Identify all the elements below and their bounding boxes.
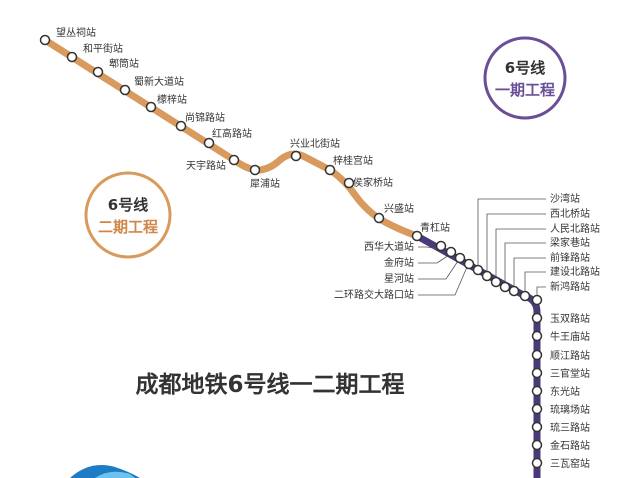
station-label: 东光站 (550, 385, 580, 398)
station-label: 琉璃场站 (550, 403, 590, 416)
leader-line (536, 286, 546, 296)
station-label: 尚锦路站 (185, 111, 225, 124)
leader-line (477, 198, 546, 266)
station-marker[interactable] (145, 101, 157, 113)
station-label: 二环路交大路口站 (334, 288, 414, 301)
leader-line (513, 257, 546, 287)
station-marker[interactable] (454, 252, 466, 264)
station-marker[interactable] (481, 270, 493, 282)
station-marker[interactable] (531, 439, 543, 451)
station-marker[interactable] (508, 285, 520, 297)
station-label: 沙湾站 (550, 192, 580, 205)
station-label: 望丛祠站 (56, 26, 96, 39)
leader-line (418, 254, 450, 264)
station-label: 前锋路站 (550, 251, 590, 264)
station-label: 红高路站 (212, 127, 252, 140)
station-label: 人民北路站 (550, 222, 600, 235)
leader-line (418, 266, 468, 296)
station-marker[interactable] (472, 264, 484, 276)
station-marker[interactable] (92, 66, 104, 78)
station-label: 兴业北街站 (290, 137, 340, 150)
badge-phase1-phase: 一期工程 (495, 81, 555, 99)
station-label: 檬梓站 (157, 93, 187, 106)
station-label: 牛王庙站 (550, 330, 590, 343)
badge-phase1-line: 6号线 (505, 59, 545, 77)
station-marker[interactable] (66, 51, 78, 63)
station-label: 琉三路站 (550, 421, 590, 434)
station-label: 金府站 (384, 256, 414, 269)
badge-phase2-line: 6号线 (108, 196, 148, 214)
station-marker[interactable] (411, 230, 423, 242)
station-marker[interactable] (228, 154, 240, 166)
station-marker[interactable] (324, 164, 336, 176)
leader-line (418, 260, 459, 280)
station-marker[interactable] (39, 34, 51, 46)
leader-line (486, 213, 546, 272)
station-label: 西北桥站 (550, 207, 590, 220)
station-label: 郫筒站 (109, 57, 139, 70)
station-label: 西华大道站 (364, 240, 414, 253)
station-label: 星河站 (384, 272, 414, 285)
logo-fragment-light (95, 471, 135, 478)
station-marker[interactable] (531, 312, 543, 324)
station-label: 梁家巷站 (550, 236, 590, 249)
station-label: 金石路站 (550, 439, 590, 452)
station-marker[interactable] (531, 330, 543, 342)
station-label: 玉双路站 (550, 312, 590, 325)
station-marker[interactable] (531, 457, 543, 469)
badge-phase2: 6号线 二期工程 (84, 171, 172, 259)
leader-line (495, 228, 546, 278)
station-label: 天宇路站 (186, 159, 226, 172)
map-title: 成都地铁6号线一二期工程 (135, 371, 404, 398)
station-marker[interactable] (203, 137, 215, 149)
station-label: 和平街站 (83, 42, 123, 55)
station-marker[interactable] (463, 258, 475, 270)
badge-phase1: 6号线 一期工程 (483, 36, 567, 120)
station-marker[interactable] (531, 367, 543, 379)
station-marker[interactable] (175, 120, 187, 132)
station-marker[interactable] (531, 421, 543, 433)
station-label: 青杠站 (420, 221, 450, 234)
station-label: 梓桂宫站 (333, 154, 373, 167)
station-marker[interactable] (373, 212, 385, 224)
station-marker[interactable] (519, 290, 531, 302)
station-marker[interactable] (249, 164, 261, 176)
station-label: 蜀新大道站 (134, 75, 184, 88)
station-marker[interactable] (119, 84, 131, 96)
station-label: 犀浦站 (250, 177, 280, 190)
station-marker[interactable] (499, 281, 511, 293)
station-marker[interactable] (531, 403, 543, 415)
station-label: 三瓦窑站 (550, 457, 590, 470)
station-marker[interactable] (531, 349, 543, 361)
station-marker[interactable] (343, 177, 355, 189)
station-marker[interactable] (531, 385, 543, 397)
station-marker[interactable] (435, 240, 447, 252)
station-marker[interactable] (290, 150, 302, 162)
station-label: 三官堂站 (550, 367, 590, 380)
station-marker[interactable] (445, 246, 457, 258)
station-marker[interactable] (531, 294, 543, 306)
leader-line (504, 242, 546, 283)
station-label: 侯家桥站 (353, 176, 393, 189)
station-label: 兴盛站 (384, 202, 414, 215)
badge-phase2-phase: 二期工程 (98, 218, 158, 236)
station-label: 顺江路站 (550, 349, 590, 362)
station-marker[interactable] (490, 276, 502, 288)
leader-line (524, 271, 546, 292)
station-label: 新鸿路站 (550, 280, 590, 293)
station-label: 建设北路站 (550, 265, 600, 278)
leader-line (418, 246, 440, 250)
